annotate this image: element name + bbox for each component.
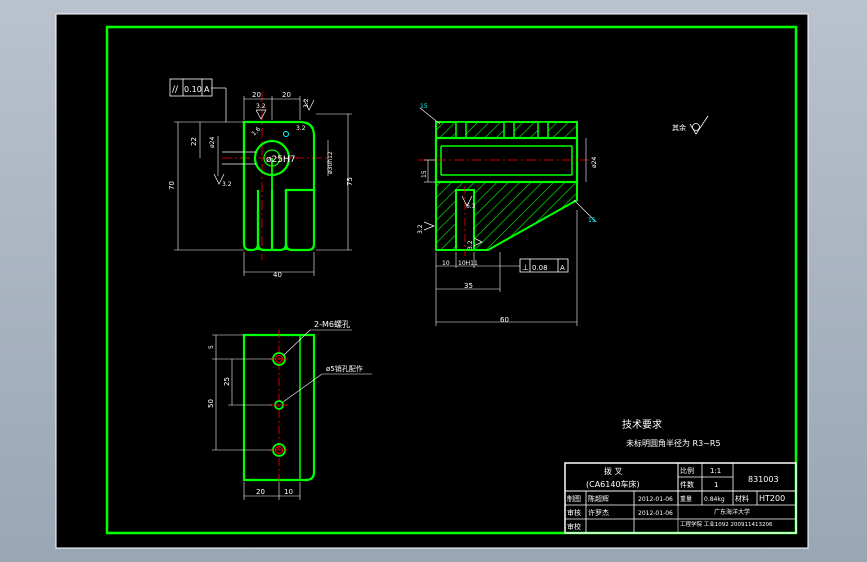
front-roughness-4: 1.6 bbox=[250, 126, 262, 138]
front-dim-22: 22 bbox=[190, 137, 198, 146]
side-perp-value: 0.08 bbox=[532, 264, 548, 272]
side-section-view: 60 35 10 10H11 ⊥ 0.08 A 15 ø24 15 15 6.3… bbox=[417, 103, 598, 326]
tech-req-title: 技术要求 bbox=[622, 418, 662, 431]
technical-requirements: 技术要求 未标明圆角半径为 R3~R5 bbox=[622, 418, 721, 448]
front-dim-top-right: 20 bbox=[282, 91, 291, 99]
front-dim-width: 40 bbox=[273, 271, 282, 279]
side-corner-1: 15 bbox=[420, 103, 428, 110]
bottom-dim-50: 50 bbox=[207, 399, 215, 408]
tb-scale-label: 比例 bbox=[680, 466, 694, 475]
front-view: // 0.10 A 20 20 40 70 22 ø24 75 ø30h12 ø… bbox=[168, 78, 354, 279]
front-tol-symbol: // bbox=[172, 85, 179, 95]
side-dim-10b: 10H11 bbox=[458, 260, 478, 267]
tb-material-value: HT200 bbox=[759, 494, 785, 503]
tb-drawn-name: 陈超辉 bbox=[588, 494, 609, 503]
side-dim-15: 15 bbox=[421, 170, 428, 178]
front-dim-dia30: ø30h12 bbox=[327, 151, 334, 174]
drawing-border bbox=[105, 25, 798, 535]
front-roughness-1: 3.2 bbox=[256, 103, 266, 110]
tb-qty-value: 1 bbox=[714, 481, 718, 489]
tb-qty-label: 件数 bbox=[680, 480, 694, 489]
bottom-view: 2-M6螺孔 ø5销孔配作 5 25 50 20 10 bbox=[207, 319, 372, 500]
tb-reviewed-name: 许罗杰 bbox=[588, 508, 609, 517]
tb-drawn-date: 2012-01-06 bbox=[638, 496, 673, 503]
front-dim-height: 70 bbox=[168, 181, 176, 190]
tb-reviewed-label: 审核 bbox=[567, 508, 581, 517]
side-roughness-3: 3.2 bbox=[467, 240, 474, 250]
tb-school: 广东海洋大学 bbox=[714, 508, 750, 516]
front-dim-dia24: ø24 bbox=[209, 137, 216, 148]
bottom-dim-25: 25 bbox=[223, 377, 231, 386]
front-dim-75: 75 bbox=[346, 177, 354, 186]
front-tol-datum: A bbox=[204, 85, 210, 94]
front-bore-label: ø25H7 bbox=[266, 155, 295, 165]
side-roughness-2: 3.2 bbox=[417, 224, 424, 234]
tb-material-label: 材料 bbox=[735, 494, 749, 503]
side-roughness-1: 6.3 bbox=[466, 203, 476, 210]
tb-machine: (CA6140车床) bbox=[586, 479, 640, 489]
side-corner-2: 15 bbox=[588, 217, 596, 224]
side-dim-10a: 10 bbox=[442, 260, 450, 267]
tb-approved-label: 审校 bbox=[567, 522, 581, 531]
title-block: 拨 叉 (CA6140车床) 比例 1:1 件数 1 831003 重量 0.8… bbox=[564, 462, 797, 534]
general-roughness-note: 其余 bbox=[672, 115, 709, 135]
tb-part-name: 拨 叉 bbox=[604, 466, 623, 476]
side-perp-symbol: ⊥ bbox=[522, 263, 529, 272]
front-roughness-3: 3.2 bbox=[303, 98, 310, 108]
tb-drawn-label: 制图 bbox=[567, 494, 581, 503]
tb-reviewed-date: 2012-01-06 bbox=[638, 510, 673, 517]
front-dim-top-left: 20 bbox=[252, 91, 261, 99]
tb-weight-value: 0.84kg bbox=[704, 496, 725, 503]
tb-class-info: 工程学院 工业1092 200911413206 bbox=[680, 520, 773, 528]
bottom-dim-20: 20 bbox=[256, 488, 265, 496]
front-roughness-2: 3.2 bbox=[222, 181, 232, 188]
side-dim-35: 35 bbox=[464, 282, 473, 290]
bottom-callout-threads: 2-M6螺孔 bbox=[314, 319, 350, 329]
side-perp-datum: A bbox=[560, 264, 565, 272]
front-roughness-5: 3.2 bbox=[296, 125, 306, 132]
side-dim-dia: ø24 bbox=[591, 157, 598, 168]
tb-scale-value: 1:1 bbox=[710, 467, 721, 475]
tech-req-line1: 未标明圆角半径为 R3~R5 bbox=[626, 438, 721, 448]
bottom-callout-pin: ø5销孔配作 bbox=[326, 364, 363, 373]
roughness-note-label: 其余 bbox=[672, 123, 686, 132]
tb-weight-label: 重量 bbox=[680, 495, 692, 503]
side-dim-60: 60 bbox=[500, 316, 509, 324]
tb-drawing-no: 831003 bbox=[748, 475, 779, 484]
bottom-dim-5: 5 bbox=[208, 345, 215, 349]
bottom-dim-10: 10 bbox=[284, 488, 293, 496]
paper-background bbox=[55, 13, 809, 549]
front-tol-value: 0.10 bbox=[184, 85, 202, 94]
